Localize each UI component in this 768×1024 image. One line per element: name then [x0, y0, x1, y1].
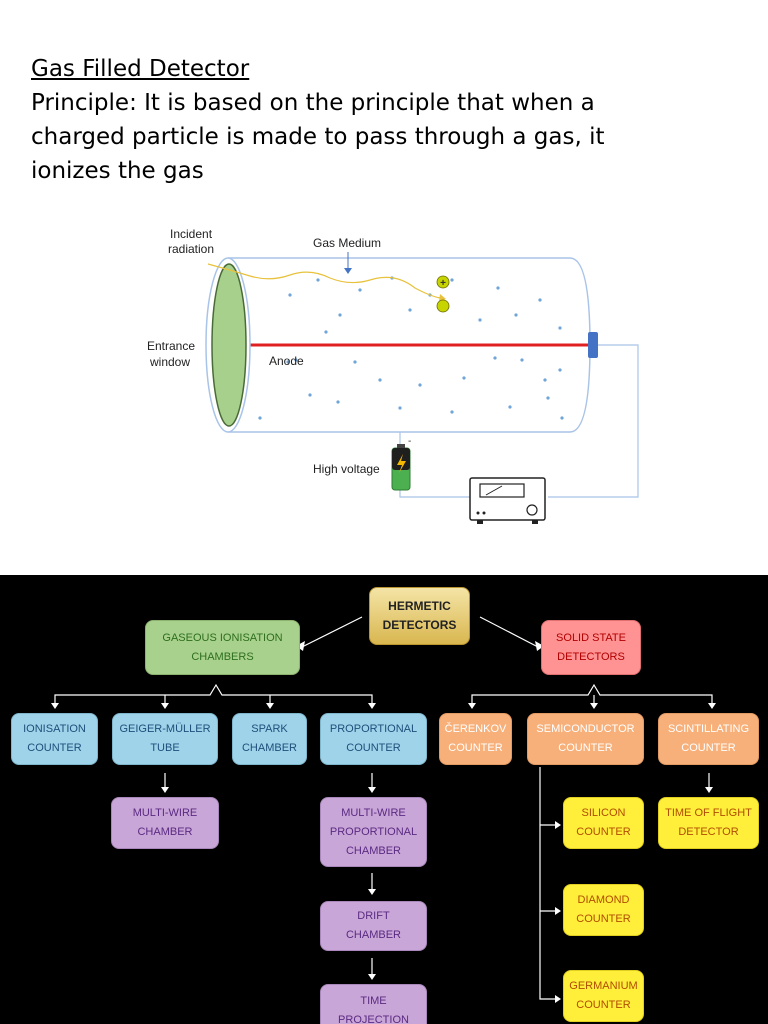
time-projection-node: TIME PROJECTION	[320, 984, 427, 1024]
principle-text: Principle: It is based on the principle …	[31, 90, 605, 184]
entrance-label-1: Entrance	[147, 339, 195, 353]
gas-detector-diagram: + Incident radiation Gas Medium Entrance…	[147, 227, 639, 524]
semiconductor-counter-node: SEMICONDUCTOR COUNTER	[527, 713, 644, 765]
germanium-counter-node: GERMANIUM COUNTER	[563, 970, 644, 1022]
electron	[436, 299, 450, 313]
incident-label-2: radiation	[168, 242, 214, 256]
gas-detector-slide: Gas Filled Detector Principle: It is bas…	[31, 56, 639, 524]
drift-chamber-node: DRIFT CHAMBER	[320, 901, 427, 951]
multi-wire-chamber-node: MULTI-WIRE CHAMBER	[111, 797, 219, 849]
entrance-window	[211, 263, 247, 427]
battery-icon: -	[391, 436, 411, 491]
gaseous-ionisation-node: GASEOUS IONISATION CHAMBERS	[145, 620, 300, 675]
gas-medium-label: Gas Medium	[313, 236, 381, 250]
incident-label-1: Incident	[170, 227, 213, 241]
slide-heading: Gas Filled Detector	[31, 56, 250, 82]
radiation-path	[207, 263, 441, 299]
positive-ion	[436, 275, 450, 289]
solid-state-node: SOLID STATE DETECTORS	[541, 620, 641, 675]
geiger-muller-node: GEIGER-MÜLLER TUBE	[112, 713, 218, 765]
scintillating-counter-node: SCINTILLATING COUNTER	[658, 713, 759, 765]
cerenkov-counter-node: ČERENKOV COUNTER	[439, 713, 512, 765]
spark-chamber-node: SPARK CHAMBER	[232, 713, 307, 765]
positive-sign: +	[440, 278, 446, 289]
silicon-counter-node: SILICON COUNTER	[563, 797, 644, 849]
ionisation-counter-node: IONISATION COUNTER	[11, 713, 98, 765]
connector-lines	[51, 616, 716, 1003]
mwpc-node: MULTI-WIRE PROPORTIONAL CHAMBER	[320, 797, 427, 867]
anode-connector	[588, 332, 598, 358]
proportional-counter-node: PROPORTIONAL COUNTER	[320, 713, 427, 765]
circuit-wire	[548, 344, 639, 498]
negative-sign: -	[408, 436, 411, 447]
time-of-flight-node: TIME OF FLIGHT DETECTOR	[658, 797, 759, 849]
meter-icon	[469, 477, 546, 524]
high-voltage-label: High voltage	[313, 462, 380, 476]
hermetic-detectors-node: HERMETIC DETECTORS	[369, 587, 470, 645]
detector-classification-chart: HERMETIC DETECTORS GASEOUS IONISATION CH…	[0, 575, 768, 1024]
diamond-counter-node: DIAMOND COUNTER	[563, 884, 644, 936]
entrance-label-2: window	[149, 355, 190, 369]
anode-label: Anode	[269, 354, 304, 368]
gas-molecules	[258, 276, 564, 420]
